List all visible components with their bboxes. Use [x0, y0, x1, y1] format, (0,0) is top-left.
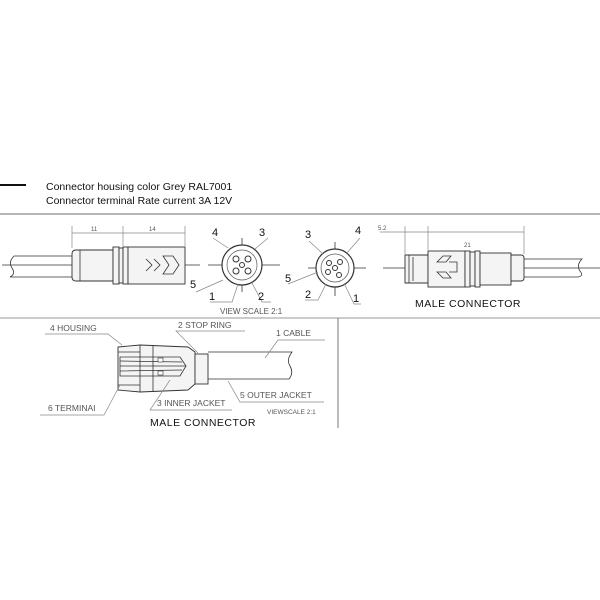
left-connector: 11 14: [2, 226, 200, 285]
pin-label-4: 4: [355, 225, 361, 237]
dim-11: 11: [91, 227, 98, 233]
label-housing: 4 HOUSING: [50, 323, 97, 333]
right-connector: 5.2 21 MALE CONNECTOR: [378, 226, 600, 310]
front-view-left: 4 3 5 1 2 VIEW SCALE 2:1: [190, 227, 283, 316]
pin-label-2: 2: [305, 289, 311, 301]
section-scale-label: VIEWSCALE 2:1: [267, 409, 316, 416]
pin-label-3: 3: [259, 227, 265, 239]
label-inner-jacket: 3 INNER JACKET: [157, 398, 226, 408]
section-title: MALE CONNECTOR: [150, 417, 256, 429]
label-outer-jacket: 5 OUTER JACKET: [240, 390, 312, 400]
pin-label-1: 1: [353, 293, 359, 305]
pin-label-5: 5: [190, 279, 196, 291]
pin-label-3: 3: [305, 229, 311, 241]
label-cable: 1 CABLE: [276, 328, 311, 338]
label-terminal: 6 TERMINAI: [48, 403, 96, 413]
pin-label-4: 4: [212, 227, 218, 239]
dim-14: 14: [149, 227, 156, 233]
front-view-right: 3 4 5 2 1: [285, 225, 366, 305]
label-stop-ring: 2 STOP RING: [178, 320, 232, 330]
pin-label-1: 1: [209, 291, 215, 303]
dim-21: 21: [464, 243, 471, 249]
pin-label-2: 2: [258, 291, 264, 303]
dim-5-2: 5.2: [378, 226, 387, 232]
male-connector-title: MALE CONNECTOR: [415, 298, 521, 310]
view-scale-label: VIEW SCALE 2:1: [220, 307, 283, 316]
note-housing-color: Connector housing color Grey RAL7001: [46, 181, 232, 193]
section-view: 4 HOUSING 2 STOP RING 1 CABLE 5 OUTER JA…: [40, 320, 325, 429]
note-rated-current: Connector terminal Rate current 3A 12V: [46, 195, 232, 207]
pin-label-5: 5: [285, 273, 291, 285]
